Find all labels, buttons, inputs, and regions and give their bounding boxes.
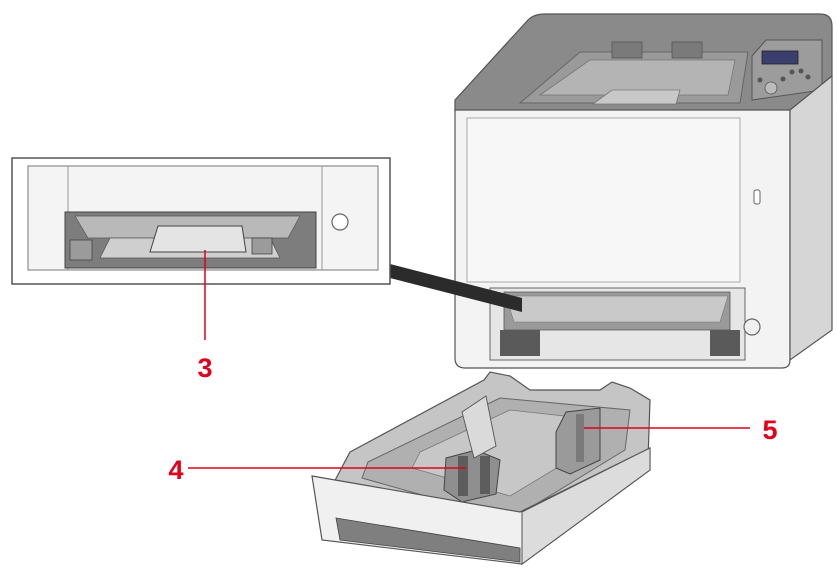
callout-4-label: 4 — [168, 455, 183, 485]
callout-3-label: 3 — [197, 353, 212, 383]
printer-side — [789, 74, 833, 362]
front-cover — [466, 117, 741, 283]
paper-cassette — [311, 371, 651, 565]
power-button — [743, 318, 761, 336]
callouts: 3 4 5 — [168, 250, 778, 485]
callout-5-label: 5 — [762, 415, 777, 445]
tray-length-guide — [443, 449, 501, 503]
inset-pointer — [390, 264, 522, 312]
inset-detail — [11, 157, 522, 312]
display-screen — [761, 50, 799, 65]
printer — [454, 13, 833, 369]
operation-panel — [751, 39, 823, 101]
feed-guide — [149, 225, 247, 253]
